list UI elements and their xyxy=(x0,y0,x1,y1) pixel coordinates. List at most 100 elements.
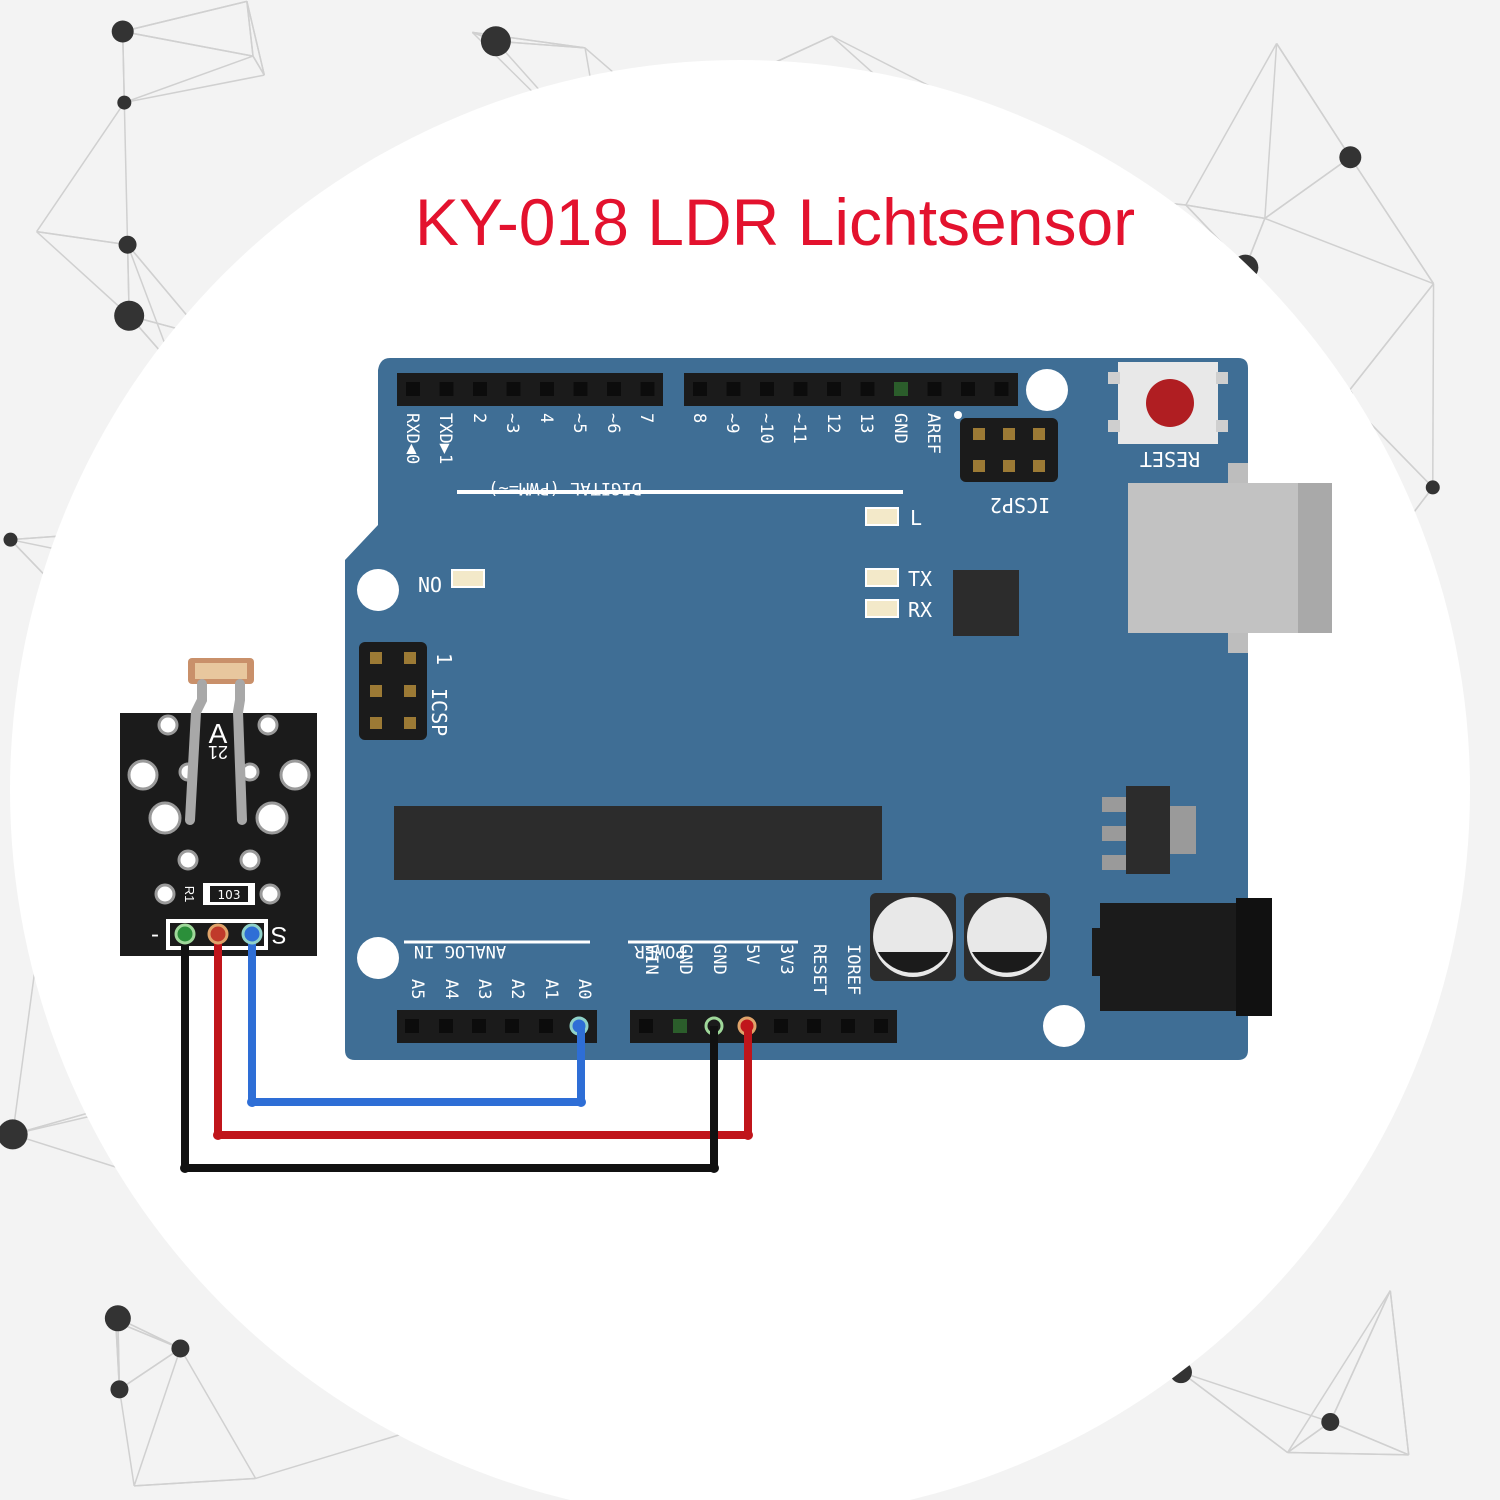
header-pin xyxy=(639,1019,653,1033)
header-pin xyxy=(894,382,908,396)
mounting-hole xyxy=(1043,1005,1085,1047)
network-line xyxy=(1286,1290,1391,1453)
wire-end xyxy=(743,1130,753,1140)
power-pin-label: RESET xyxy=(809,944,829,995)
power-header xyxy=(630,1010,897,1043)
led-rx xyxy=(865,599,899,618)
network-node xyxy=(1321,1412,1340,1431)
network-node xyxy=(480,26,511,57)
icsp2-pin1-marker xyxy=(954,411,962,419)
led-on xyxy=(451,569,485,588)
header-pin xyxy=(841,1019,855,1033)
network-node xyxy=(114,300,145,331)
wire-gnd-to-gnd xyxy=(181,934,718,1172)
network-line xyxy=(1180,1371,1289,1454)
network-line xyxy=(114,1321,121,1390)
digital-pin-label: ~5 xyxy=(569,413,589,433)
usb-connector xyxy=(1128,463,1332,653)
module-pin-signal-label: S xyxy=(271,921,287,948)
power-pin-label: GND xyxy=(675,944,695,975)
network-node xyxy=(0,1119,28,1150)
module-pin-vcc xyxy=(207,923,229,945)
header-pin xyxy=(693,382,707,396)
digital-pin-label: TXD▶1 xyxy=(435,413,455,464)
network-node xyxy=(171,1339,190,1358)
network-line xyxy=(255,1433,401,1480)
network-line xyxy=(252,55,265,76)
digital-pin-label: RXD◀0 xyxy=(402,413,422,464)
microcontroller-chip xyxy=(394,806,882,880)
network-line xyxy=(119,1347,181,1390)
header-pin xyxy=(774,1019,788,1033)
module-mounting-pad xyxy=(239,849,261,871)
module-pcb xyxy=(120,713,317,956)
icsp2-header xyxy=(960,418,1058,482)
header-pin xyxy=(827,382,841,396)
wire-end xyxy=(180,1163,190,1173)
module-code-label: 21 xyxy=(208,742,228,762)
module-mounting-pad xyxy=(154,883,176,905)
header-pin xyxy=(726,382,741,396)
wire-end xyxy=(247,1097,257,1107)
network-node xyxy=(1425,480,1440,495)
network-node xyxy=(110,1380,129,1399)
power-header-label: POWER xyxy=(634,941,686,961)
header-pin xyxy=(540,382,554,396)
capacitor xyxy=(964,893,1050,981)
dc-power-jack xyxy=(1092,898,1272,1016)
module-pin-minus-label: - xyxy=(151,921,159,948)
analog-pin-label: A2 xyxy=(507,979,527,999)
module-mounting-pad xyxy=(257,714,279,736)
header-pin xyxy=(472,1019,486,1033)
analog-header xyxy=(397,1010,597,1043)
network-line xyxy=(1389,1290,1410,1455)
power-pin-label: GND xyxy=(709,944,729,975)
network-line xyxy=(1432,283,1435,488)
led-l xyxy=(865,507,899,526)
digital-pin-label: ~9 xyxy=(722,413,742,433)
network-line xyxy=(133,1348,182,1487)
resistor-code: 103 xyxy=(218,888,241,902)
network-line xyxy=(124,74,265,104)
module-mounting-pad xyxy=(157,714,179,736)
led-on-label: ON xyxy=(418,572,442,596)
reset-button[interactable] xyxy=(1108,362,1228,444)
mounting-hole xyxy=(1026,369,1068,411)
board-pcb xyxy=(345,358,1248,1060)
module-mounting-pad xyxy=(127,759,159,791)
module-mounting-pad xyxy=(279,759,311,791)
header-pin xyxy=(439,382,454,396)
led-rx-label: RX xyxy=(908,598,932,622)
digital-header-label: DIGITAL (PWM=~) xyxy=(488,478,642,498)
led-tx-label: TX xyxy=(908,567,932,591)
header-pin xyxy=(673,1019,687,1033)
analog-pin-label: A1 xyxy=(541,979,561,999)
usb-interface-chip xyxy=(953,570,1019,636)
power-pin-label: 3V3 xyxy=(776,944,796,975)
wire-end xyxy=(213,1130,223,1140)
power-pin-label: IOREF xyxy=(843,944,863,995)
network-node xyxy=(3,532,18,547)
voltage-regulator xyxy=(1102,786,1196,874)
digital-pin-label: 7 xyxy=(636,413,656,423)
header-pin xyxy=(405,1019,419,1033)
header-pin xyxy=(573,382,588,396)
analog-pin-label: A4 xyxy=(441,979,461,999)
header-pin xyxy=(439,1019,453,1033)
module-mounting-pad xyxy=(148,801,182,835)
header-pin xyxy=(961,382,975,396)
network-line xyxy=(122,30,254,57)
diagram-title: KY-018 LDR Lichtsensor xyxy=(415,185,1135,259)
network-node xyxy=(104,1305,131,1332)
ky018-module: A 21 103 R1 - S xyxy=(120,658,317,956)
header-pin xyxy=(760,382,774,396)
network-line xyxy=(36,231,130,317)
resistor-label: R1 xyxy=(182,886,197,903)
header-pin xyxy=(927,382,942,396)
mounting-hole xyxy=(357,569,399,611)
icsp-pin1-label: 1 xyxy=(432,653,456,665)
